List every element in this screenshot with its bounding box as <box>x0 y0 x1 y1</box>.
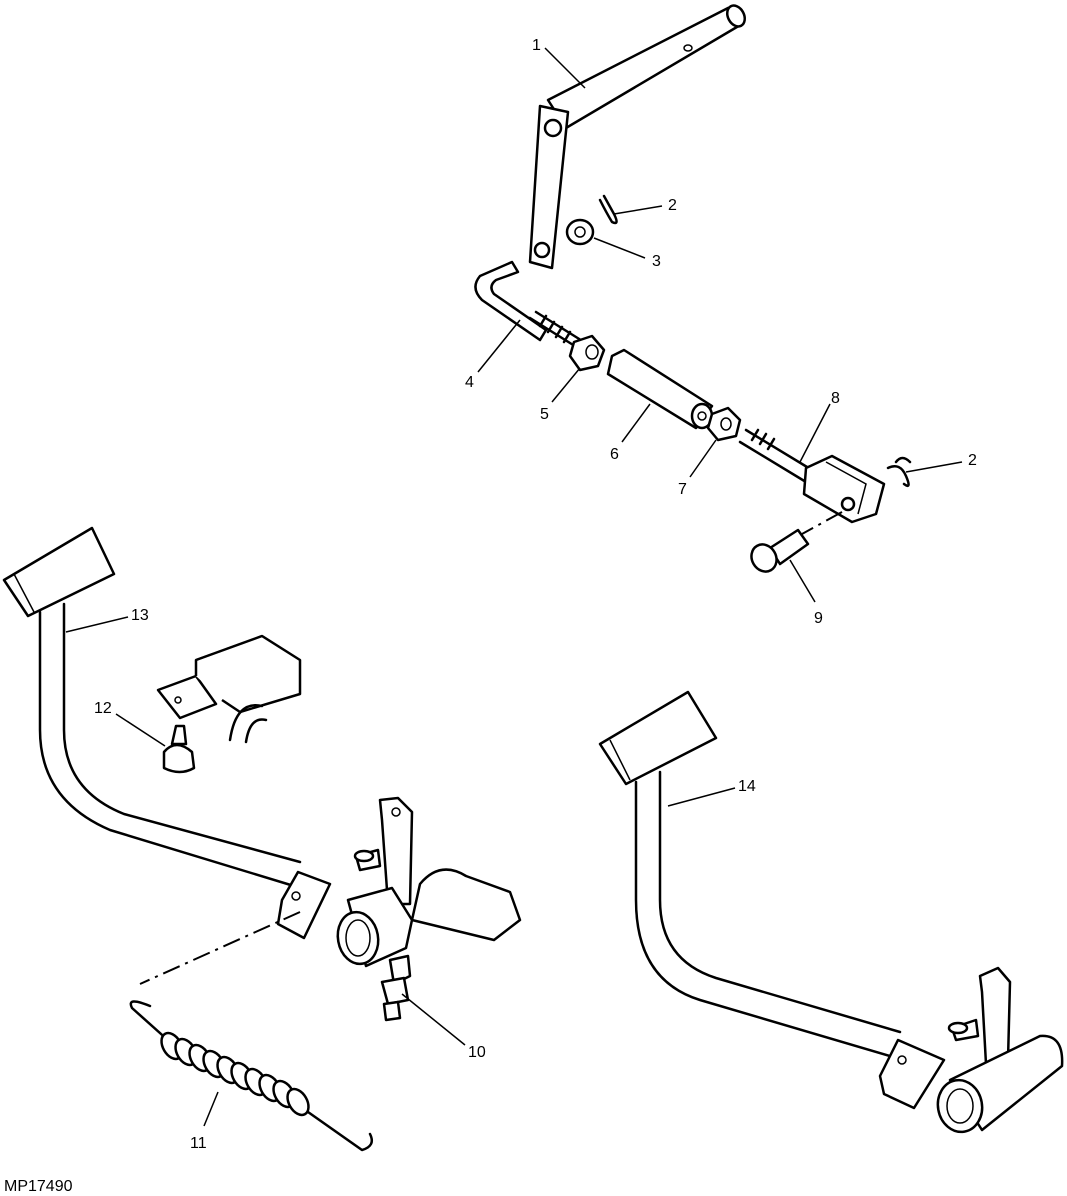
part-6-sleeve <box>606 348 714 430</box>
part-8-clevis <box>738 428 886 524</box>
callout-13: 13 <box>131 607 149 624</box>
part-10-grease-fitting <box>380 954 412 1022</box>
part-4-rod <box>474 260 586 350</box>
callout-9: 9 <box>814 610 823 627</box>
callout-5: 5 <box>540 406 549 423</box>
part-11-spring <box>129 1000 373 1152</box>
callout-10: 10 <box>468 1044 486 1061</box>
part-13-brake-pedal <box>2 526 522 985</box>
part-5-nut <box>568 334 606 372</box>
part-9-clevis-pin <box>750 511 843 573</box>
figure-id: MP17490 <box>4 1178 73 1195</box>
callout-2-right: 2 <box>968 452 977 469</box>
part-3-washer <box>565 218 595 246</box>
part-12-bumper <box>156 634 302 774</box>
callout-1: 1 <box>532 37 541 54</box>
callout-6: 6 <box>610 446 619 463</box>
callout-11: 11 <box>190 1135 207 1152</box>
callout-12: 12 <box>94 700 112 717</box>
part-2-cotter-pin-top <box>598 194 618 225</box>
callout-7: 7 <box>678 481 687 498</box>
part-1-shaft-lever <box>528 4 747 270</box>
callout-3: 3 <box>652 253 661 270</box>
part-7-nut <box>706 406 742 442</box>
callout-8: 8 <box>831 390 840 407</box>
callout-leaders <box>65 47 963 1127</box>
callout-4: 4 <box>465 374 474 391</box>
part-2-cotter-pin-right <box>886 456 912 487</box>
callout-2-top: 2 <box>668 197 677 214</box>
part-14-brake-pedal <box>598 690 1064 1134</box>
callout-14: 14 <box>738 778 756 795</box>
